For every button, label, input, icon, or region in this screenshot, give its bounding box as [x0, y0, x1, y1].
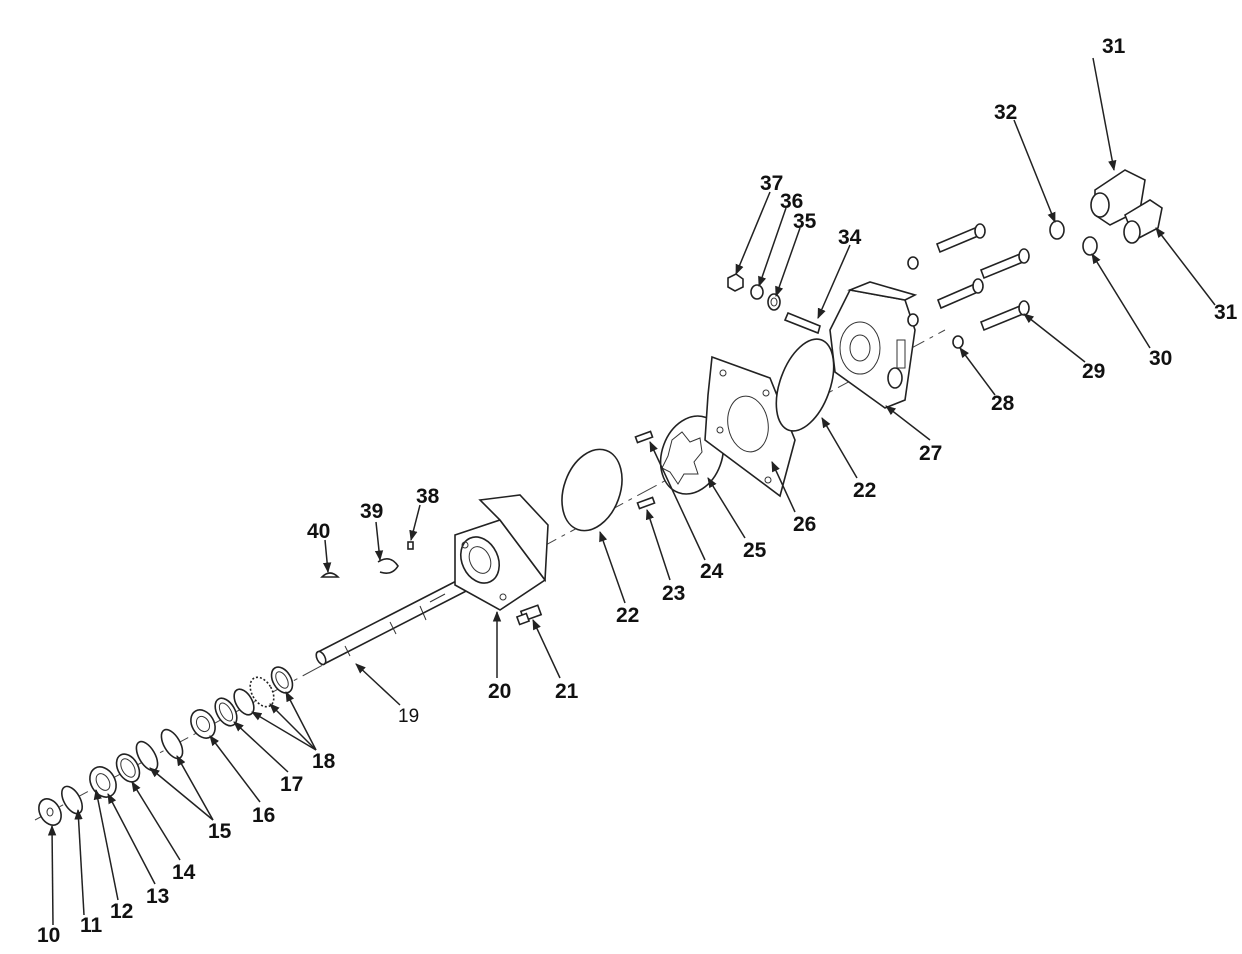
part-24-pin — [634, 430, 654, 444]
part-18-washer-a — [233, 688, 255, 716]
part-11-ring — [60, 785, 84, 815]
part-22-oring — [561, 448, 623, 532]
callout-25: 25 — [743, 539, 767, 562]
part-20-housing — [454, 494, 549, 611]
part-21-plug — [515, 604, 543, 626]
part-14-seal — [115, 753, 141, 783]
center-axis-line — [34, 329, 946, 821]
part-37-nut — [727, 273, 744, 292]
part-30-oring — [1082, 236, 1098, 256]
callout-39: 39 — [360, 500, 383, 523]
callout-22-right: 22 — [853, 479, 876, 502]
callout-40: 40 — [307, 520, 330, 543]
callout-31-top: 31 — [1102, 35, 1126, 58]
part-34-stud — [783, 311, 821, 335]
callout-36: 36 — [780, 190, 803, 213]
part-29-bolts — [935, 223, 1030, 332]
part-35-washer — [767, 293, 781, 311]
part-28-washer-a — [907, 256, 919, 270]
part-31-fittings — [1090, 169, 1163, 244]
callout-labels: 10 11 12 13 14 15 16 17 18 19 20 21 22 2… — [37, 35, 1238, 947]
callout-14: 14 — [172, 861, 196, 884]
part-36-lockwasher — [750, 284, 764, 300]
callout-13: 13 — [146, 885, 169, 908]
callout-20: 20 — [488, 680, 511, 703]
callout-26: 26 — [793, 513, 816, 536]
callout-16: 16 — [252, 804, 275, 827]
part-19-shaft — [315, 572, 478, 666]
callout-19: 19 — [398, 706, 419, 727]
part-38-pin — [407, 541, 414, 550]
callout-22-mid: 22 — [616, 604, 639, 627]
part-28-washer-b — [907, 313, 919, 327]
callout-32: 32 — [994, 101, 1017, 124]
callout-38: 38 — [416, 485, 440, 508]
part-28-washer-c — [952, 335, 964, 349]
callout-11: 11 — [80, 914, 103, 937]
callout-18: 18 — [312, 750, 336, 773]
callout-24: 24 — [700, 560, 724, 583]
callout-21: 21 — [555, 680, 579, 703]
part-27-end-cover — [829, 281, 918, 409]
callout-17: 17 — [280, 773, 303, 796]
leader-lines — [47, 57, 1216, 926]
callout-30: 30 — [1149, 347, 1172, 370]
callout-23: 23 — [662, 582, 685, 605]
callout-29: 29 — [1082, 360, 1105, 383]
callout-35: 35 — [793, 210, 817, 233]
part-23-pin — [636, 496, 656, 510]
part-32-oring — [1049, 220, 1065, 240]
callout-10: 10 — [37, 924, 60, 947]
part-39-clip — [377, 558, 399, 574]
callout-31-right: 31 — [1214, 301, 1238, 324]
callout-15: 15 — [208, 820, 232, 843]
callout-37: 37 — [760, 172, 783, 195]
part-15-ring-b — [160, 728, 184, 760]
callout-27: 27 — [919, 442, 942, 465]
part-16-bearing — [190, 709, 216, 739]
part-22-oring-right — [775, 338, 835, 432]
callout-12: 12 — [110, 900, 133, 923]
part-40-key — [320, 572, 340, 578]
part-13-bearing — [89, 766, 117, 798]
part-10-washer — [38, 798, 62, 826]
callout-28: 28 — [991, 392, 1015, 415]
callout-34: 34 — [838, 226, 862, 249]
